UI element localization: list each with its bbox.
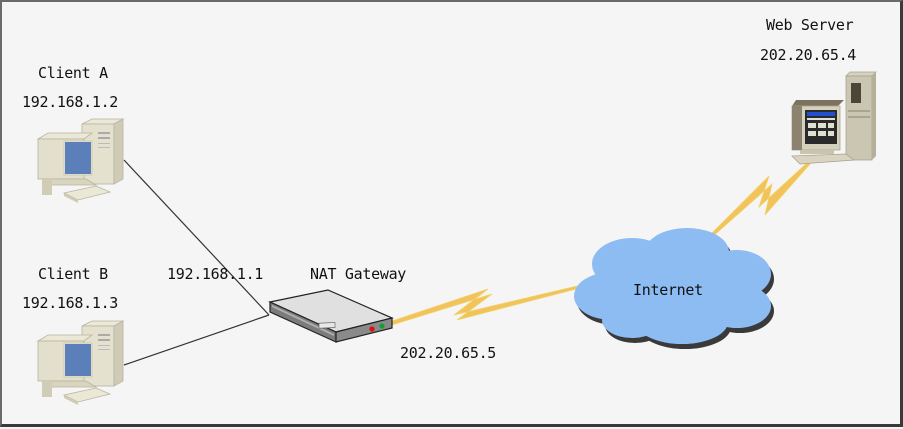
client-b-name: Client B <box>38 265 108 283</box>
link-client-b-gateway <box>123 314 270 366</box>
web-server-name: Web Server <box>766 16 854 34</box>
lightning-bolt-icon <box>379 285 578 329</box>
gateway-lan-ip: 192.168.1.1 <box>167 265 264 283</box>
link-internet-webserver <box>708 161 811 239</box>
client-b-ip: 192.168.1.3 <box>22 294 119 312</box>
client-a-name: Client A <box>38 64 108 82</box>
cloud-icon <box>574 228 774 349</box>
router-icon <box>268 289 394 343</box>
gateway-wan-ip: 202.20.65.5 <box>400 344 497 362</box>
lightning-bolt-icon <box>708 161 811 239</box>
link-gateway-internet <box>379 285 578 329</box>
link-client-a-gateway <box>123 159 270 316</box>
gateway-name: NAT Gateway <box>310 265 407 283</box>
desktop-computer-icon <box>36 118 125 203</box>
server-computer-icon <box>791 71 877 165</box>
client-a-ip: 192.168.1.2 <box>22 93 119 111</box>
desktop-computer-icon <box>36 320 125 405</box>
web-server-ip: 202.20.65.4 <box>760 46 857 64</box>
internet-label: Internet <box>633 281 703 299</box>
